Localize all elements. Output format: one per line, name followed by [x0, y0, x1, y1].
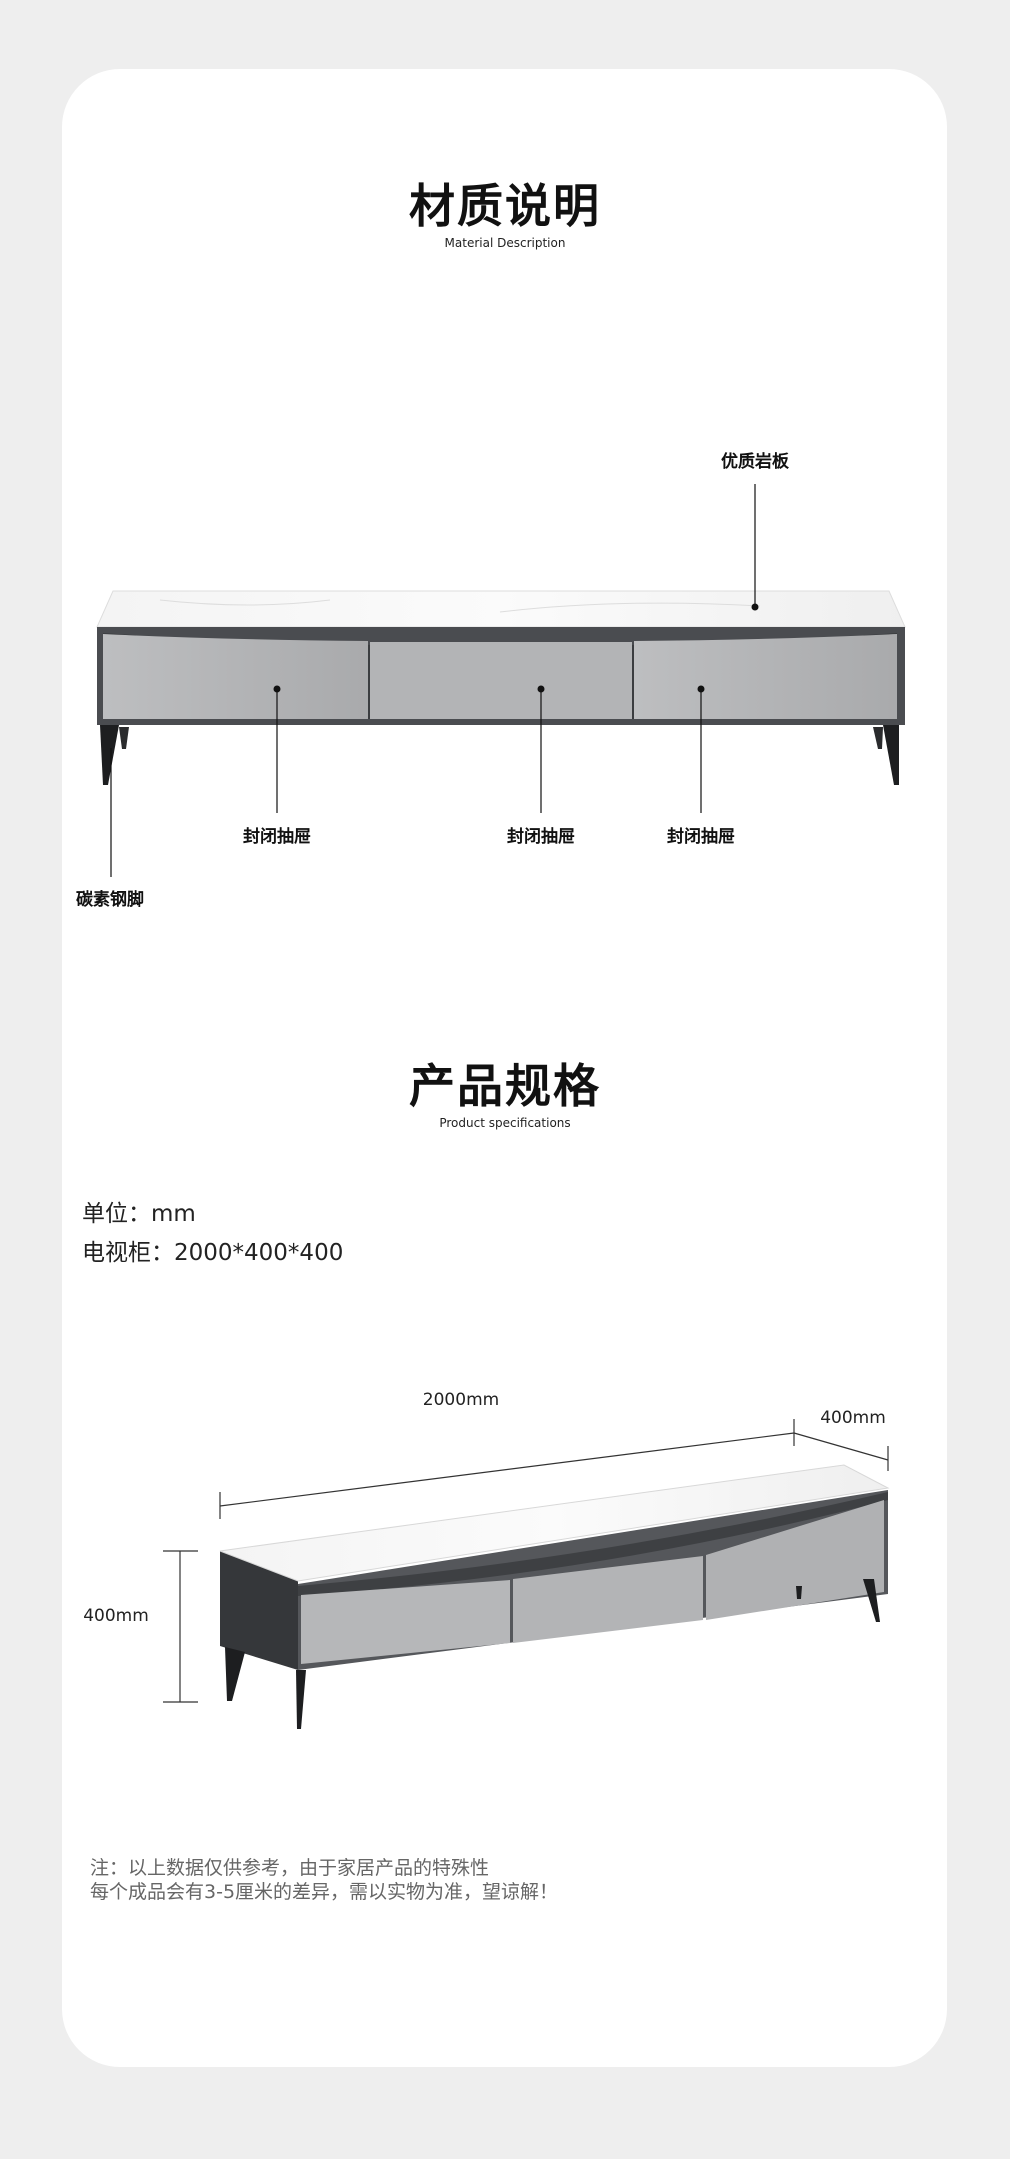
dim-length: 2000mm	[422, 1390, 500, 1410]
stone-top	[96, 590, 906, 628]
front-view-cabinet	[96, 484, 906, 877]
label-legs: 碳素钢脚	[76, 890, 144, 910]
drawer-2	[513, 1556, 703, 1643]
perspective-cabinet	[163, 1419, 890, 1729]
leg-left	[100, 725, 119, 785]
left-side-panel	[220, 1551, 298, 1670]
size-text: 电视柜：2000*400*400	[82, 1240, 344, 1266]
stone-top-perspective	[219, 1464, 890, 1582]
specs-subtitle: Product specifications	[439, 1116, 571, 1130]
drawer-right	[634, 634, 897, 719]
drawer-middle	[370, 642, 632, 719]
material-subtitle: Material Description	[444, 236, 566, 250]
dim-height: 400mm	[83, 1606, 149, 1626]
drawer-left	[103, 634, 368, 719]
note-line-2: 每个成品会有3-5厘米的差异，需以实物为准，望谅解！	[90, 1881, 559, 1903]
dim-depth: 400mm	[820, 1408, 886, 1428]
label-drawer-right: 封闭抽屉	[667, 827, 735, 847]
label-drawer-left: 封闭抽屉	[243, 827, 311, 847]
note-line-1: 注：以上数据仅供参考，由于家居产品的特殊性	[90, 1857, 490, 1879]
label-stone-top: 优质岩板	[721, 452, 789, 472]
material-title: 材质说明	[409, 179, 601, 233]
specs-title: 产品规格	[409, 1059, 601, 1113]
label-drawer-middle: 封闭抽屉	[507, 827, 575, 847]
leg-right	[883, 725, 899, 785]
unit-text: 单位：mm	[82, 1201, 196, 1227]
content-card	[62, 69, 947, 2067]
drawer-1	[301, 1580, 510, 1664]
drawer-3	[706, 1500, 884, 1620]
